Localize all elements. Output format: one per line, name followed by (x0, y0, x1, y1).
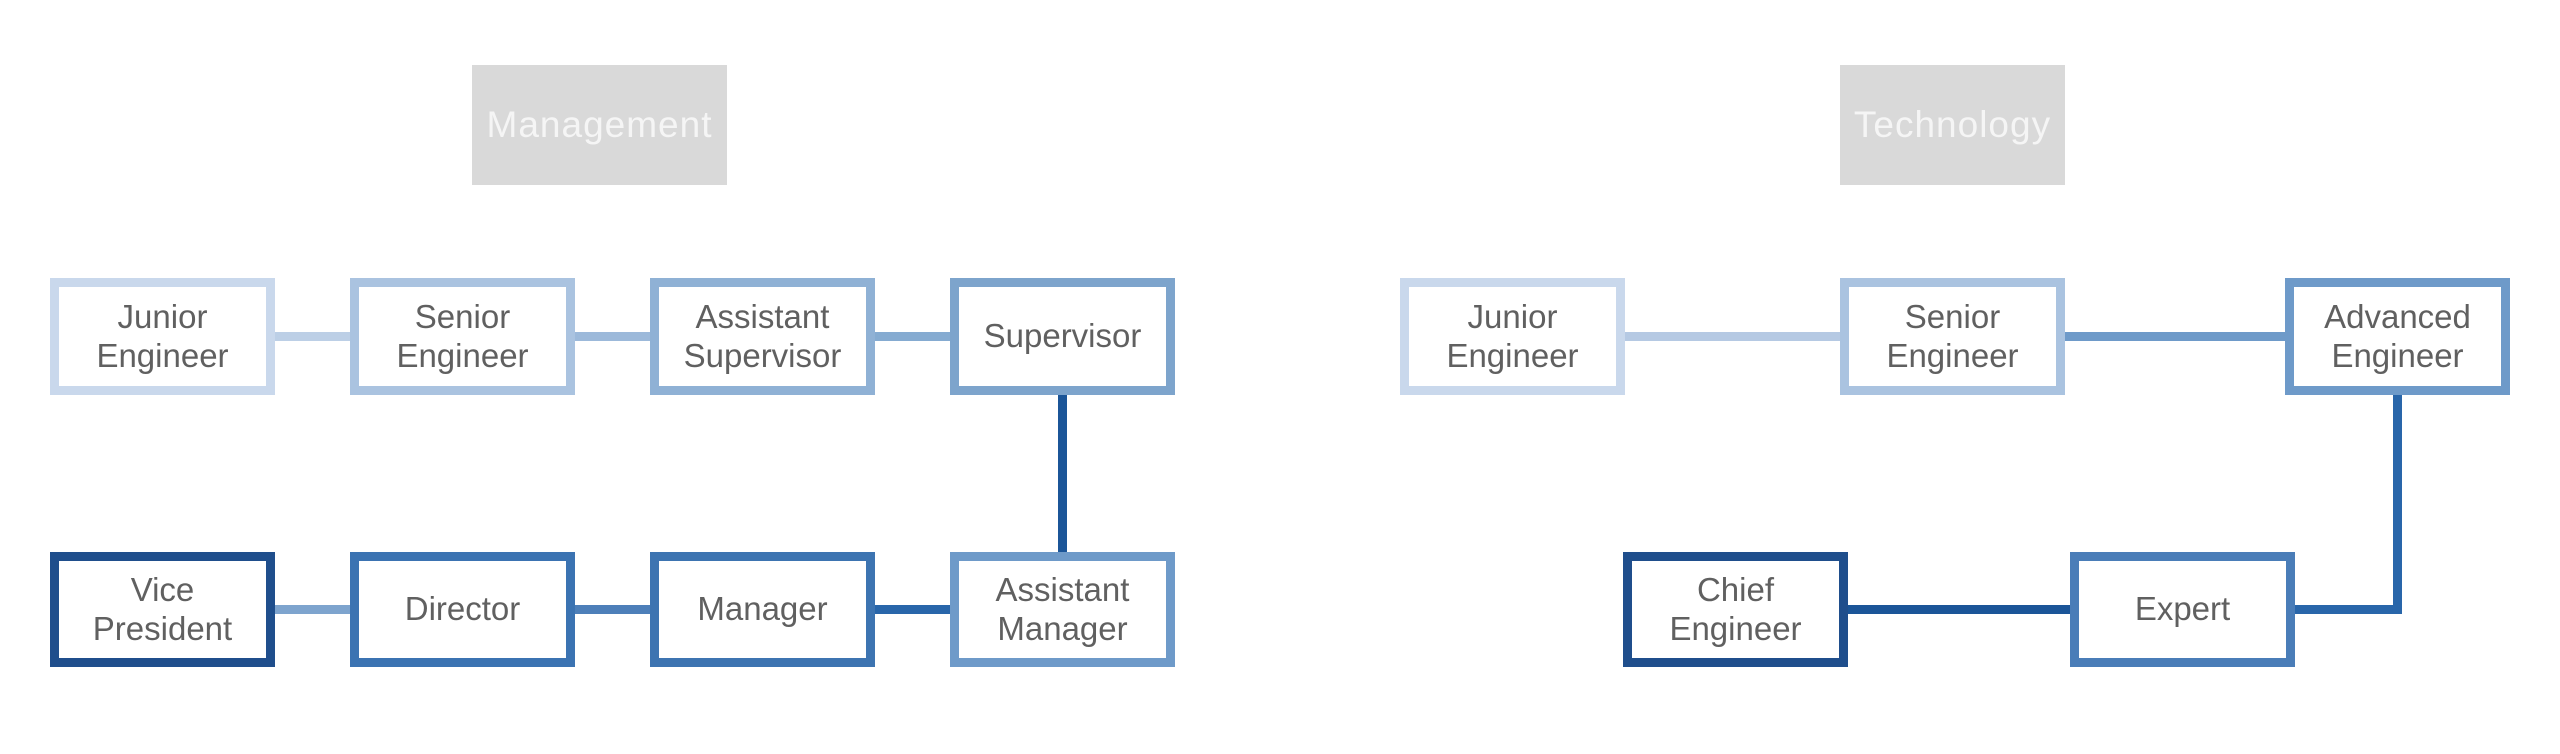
management-section-header: Management (472, 65, 727, 185)
connector-expert-chief-engineer (1848, 605, 2070, 614)
node-chief-engineer: Chief Engineer (1623, 552, 1848, 667)
connector-junior-senior-management (275, 332, 350, 341)
connector-advanced-expert-vertical (2393, 395, 2402, 614)
node-vice-president: Vice President (50, 552, 275, 667)
connector-senior-advanced (2065, 332, 2285, 341)
technology-section-header: Technology (1840, 65, 2065, 185)
node-junior-engineer-technology: Junior Engineer (1400, 278, 1625, 395)
node-junior-engineer-management: Junior Engineer (50, 278, 275, 395)
connector-advanced-expert-horizontal (2295, 605, 2402, 614)
node-assistant-manager: Assistant Manager (950, 552, 1175, 667)
node-senior-engineer-technology: Senior Engineer (1840, 278, 2065, 395)
connector-asst-supervisor-supervisor (875, 332, 950, 341)
node-director: Director (350, 552, 575, 667)
node-manager: Manager (650, 552, 875, 667)
connector-junior-senior-technology (1625, 332, 1840, 341)
connector-manager-director (575, 605, 650, 614)
connector-senior-asst-supervisor (575, 332, 650, 341)
node-advanced-engineer: Advanced Engineer (2285, 278, 2510, 395)
connector-supervisor-assistant-manager (1058, 395, 1067, 552)
node-assistant-supervisor: Assistant Supervisor (650, 278, 875, 395)
node-expert: Expert (2070, 552, 2295, 667)
connector-director-vice-president (275, 605, 350, 614)
node-senior-engineer-management: Senior Engineer (350, 278, 575, 395)
node-supervisor: Supervisor (950, 278, 1175, 395)
connector-assistant-manager-manager (875, 605, 950, 614)
